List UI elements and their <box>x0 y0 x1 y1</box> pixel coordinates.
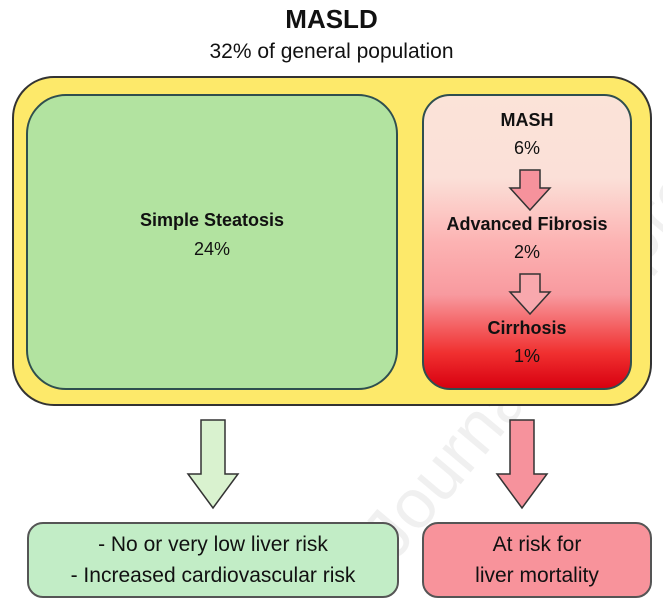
diagram-title: MASLD <box>285 4 378 34</box>
outcome-line: - No or very low liver risk <box>98 533 328 556</box>
simple-steatosis-box: Simple Steatosis 24% <box>26 94 398 390</box>
outcome-line: - Increased cardiovascular risk <box>70 564 356 587</box>
arrow-down-green-icon <box>186 419 240 510</box>
simple-steatosis-label: Simple Steatosis <box>139 210 285 230</box>
mash-label: MASH <box>500 110 554 130</box>
diagram-subtitle: 32% of general population <box>209 40 454 63</box>
low-liver-risk-box: - No or very low liver risk - Increased … <box>27 522 399 598</box>
advanced-fibrosis-percent: 2% <box>513 242 540 262</box>
mash-progression-box: MASH 6% Advanced Fibrosis 2% Cirrhosis 1… <box>422 94 632 390</box>
liver-mortality-risk-box: At risk for liver mortality <box>422 522 652 598</box>
outcome-line: liver mortality <box>475 564 599 587</box>
outcome-line: At risk for <box>492 533 582 556</box>
arrow-down-red-icon <box>495 419 549 510</box>
cirrhosis-percent: 1% <box>513 346 540 366</box>
simple-steatosis-percent: 24% <box>193 239 231 259</box>
cirrhosis-label: Cirrhosis <box>487 318 567 338</box>
mash-percent: 6% <box>513 138 540 158</box>
arrow-down-icon <box>508 273 552 316</box>
advanced-fibrosis-label: Advanced Fibrosis <box>446 214 608 234</box>
arrow-down-icon <box>508 169 552 212</box>
